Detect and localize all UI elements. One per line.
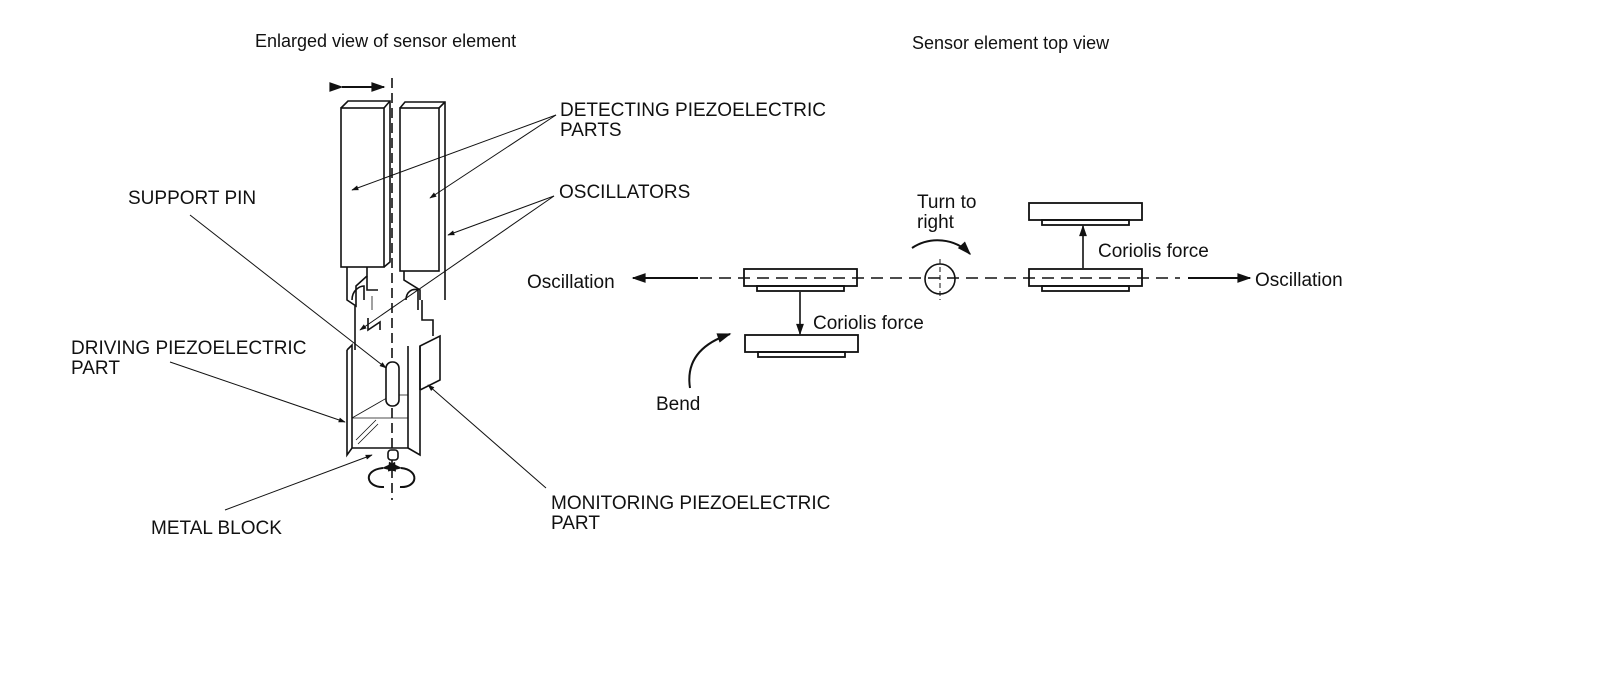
right-panel-title: Sensor element top view: [912, 33, 1110, 53]
turn-right-arrow: [911, 239, 971, 256]
top-view-drawing: [631, 202, 1252, 389]
rotation-arrows: [367, 461, 416, 489]
right-oscillator-bent: [1028, 202, 1143, 226]
label-oscillation-left: Oscillation: [527, 272, 615, 293]
left-oscillator-bent: [744, 334, 859, 358]
leader-oscillators-2: [359, 195, 555, 331]
label-bend: Bend: [656, 394, 701, 415]
label-oscillation-right: Oscillation: [1255, 270, 1343, 291]
label-line: PART: [71, 358, 120, 379]
right-oscillator-top: [1028, 268, 1143, 292]
label-line: PARTS: [560, 120, 622, 141]
bend-arrow: [688, 333, 732, 389]
label-line: DETECTING PIEZOELECTRIC: [560, 100, 827, 121]
leader-oscillators-1: [447, 195, 555, 236]
label-line: right: [917, 212, 954, 233]
label-coriolis-force-left: Coriolis force: [813, 313, 924, 334]
left-panel-title: Enlarged view of sensor element: [255, 31, 517, 51]
label-support-pin: SUPPORT PIN: [128, 188, 257, 209]
left-oscillator-top: [743, 268, 858, 292]
label-line: DRIVING PIEZOELECTRIC: [71, 338, 307, 359]
label-line: MONITORING PIEZOELECTRIC: [551, 493, 831, 514]
label-driving-piezoelectric-part: DRIVING PIEZOELECTRIC PART: [71, 339, 306, 379]
label-monitoring-piezoelectric-part: MONITORING PIEZOELECTRIC PART: [551, 494, 830, 534]
left-oscillator: [340, 100, 391, 268]
label-line: PART: [551, 513, 600, 534]
label-detecting-piezoelectric-parts: DETECTING PIEZOELECTRIC PARTS: [560, 101, 826, 141]
rotation-center-symbol: [924, 259, 956, 300]
leader-support-pin: [189, 214, 387, 369]
right-oscillator: [399, 101, 446, 300]
label-line: Turn to: [917, 192, 977, 213]
label-turn-to-right: Turn to right: [917, 193, 977, 233]
leader-metal-block: [224, 454, 373, 511]
label-metal-block: METAL BLOCK: [151, 518, 282, 539]
label-coriolis-force-right: Coriolis force: [1098, 241, 1209, 262]
leader-detecting-2: [429, 114, 557, 199]
sensor-element-drawing: [329, 78, 446, 500]
leader-monitoring: [427, 384, 547, 489]
leader-lines-left: [169, 114, 557, 511]
label-oscillators: OSCILLATORS: [559, 182, 691, 203]
leader-driving: [169, 361, 346, 423]
leader-detecting-1: [351, 114, 557, 191]
support-pin: [385, 361, 400, 407]
